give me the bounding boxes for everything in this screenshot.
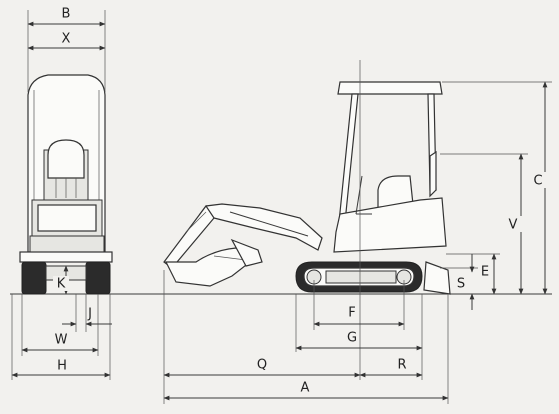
label-q: Q — [257, 358, 267, 373]
label-w: W — [55, 333, 68, 348]
label-f: F — [348, 306, 355, 321]
label-r: R — [397, 358, 406, 373]
label-h: H — [57, 359, 67, 374]
side-dimensions — [163, 60, 552, 404]
front-dimensions — [11, 10, 112, 380]
front-view — [19, 74, 113, 295]
label-c: C — [533, 174, 542, 189]
label-v: V — [509, 218, 518, 233]
label-s: S — [457, 277, 465, 292]
label-j: J — [87, 307, 92, 322]
label-x: X — [62, 32, 71, 47]
label-g: G — [347, 331, 357, 346]
dimension-labels: B X K J W H C V E S F G Q R A — [50, 6, 548, 396]
label-e: E — [481, 265, 489, 280]
label-b: B — [62, 7, 71, 22]
side-view — [163, 81, 451, 295]
label-k: K — [57, 277, 66, 292]
label-a: A — [301, 381, 310, 396]
